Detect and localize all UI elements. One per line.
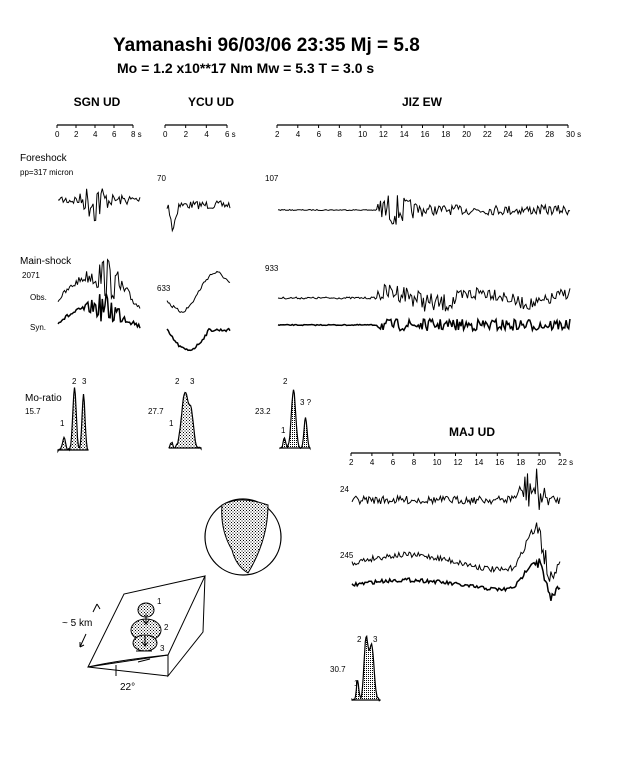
station-header-sgn: SGN UD bbox=[74, 95, 121, 109]
mainshock-label: Main-shock bbox=[20, 256, 72, 267]
axis-tick-label: 8 bbox=[412, 458, 417, 467]
jiz-foreshock-trace bbox=[277, 195, 571, 225]
axis-tick-label: 2 bbox=[275, 130, 280, 139]
axis-tick-label: 4 bbox=[370, 458, 375, 467]
sgn-peak-3: 3 bbox=[82, 377, 87, 386]
maj-mainshock-obs-trace bbox=[351, 522, 561, 582]
axis-tick-label: 16 bbox=[495, 458, 504, 467]
axis-tick-label: 12 bbox=[379, 130, 388, 139]
axis-tick-label: 20 bbox=[462, 130, 471, 139]
focal-mechanism-beachball bbox=[204, 498, 282, 576]
axis-tick-label: 4 bbox=[204, 130, 209, 139]
axis-tick-label: 24 bbox=[504, 130, 513, 139]
subevent-3-label: 3 bbox=[160, 644, 165, 653]
maj-peak-2: 2 bbox=[357, 635, 362, 644]
axis-tick-label: 6 bbox=[391, 458, 396, 467]
ycu-mo-ratio: 27.7 bbox=[148, 407, 164, 416]
foreshock-label: Foreshock bbox=[20, 153, 68, 164]
axis-tick-label: 0 bbox=[55, 130, 60, 139]
maj-mainshock-amplitude: 245 bbox=[340, 551, 354, 560]
ycu-mainshock-obs-trace bbox=[166, 270, 231, 314]
sgn-peak-1: 1 bbox=[60, 419, 65, 428]
fault-plane-diagram bbox=[79, 575, 206, 678]
maj-mainshock-syn-trace bbox=[351, 558, 561, 601]
jiz-moment-rate-function bbox=[279, 389, 311, 451]
station-header-maj: MAJ UD bbox=[449, 425, 495, 439]
axis-tick-label: 8 bbox=[337, 130, 342, 139]
ycu-peak-2: 2 bbox=[175, 377, 180, 386]
jiz-peak-2: 2 bbox=[283, 377, 288, 386]
axis-tick-label: 2 bbox=[74, 130, 79, 139]
axis-tick-label: 8 s bbox=[131, 130, 142, 139]
axis-tick-label: 28 bbox=[545, 130, 554, 139]
ycu-mainshock-amplitude: 633 bbox=[157, 284, 171, 293]
syn-label: Syn. bbox=[30, 323, 46, 332]
axis-tick-label: 14 bbox=[474, 458, 483, 467]
sgn-mo-ratio: 15.7 bbox=[25, 407, 41, 416]
axis-tick-label: 10 bbox=[358, 130, 367, 139]
obs-label: Obs. bbox=[30, 293, 47, 302]
fault-size-label: ~ 5 km bbox=[62, 618, 92, 629]
sgn-foreshock-amplitude: pp=317 micron bbox=[20, 168, 73, 177]
sgn-mainshock-obs-trace bbox=[57, 258, 141, 309]
axis-tick-label: 20 bbox=[537, 458, 546, 467]
fault-dip-label: 22° bbox=[120, 682, 135, 693]
ycu-moment-rate-function bbox=[168, 391, 202, 451]
maj-foreshock-amplitude: 24 bbox=[340, 485, 349, 494]
ycu-peak-1: 1 bbox=[169, 419, 174, 428]
axis-tick-label: 18 bbox=[441, 130, 450, 139]
axis-tick-label: 6 bbox=[112, 130, 117, 139]
axis-tick-label: 4 bbox=[296, 130, 301, 139]
axis-tick-label: 18 bbox=[516, 458, 525, 467]
ycu-mainshock-syn-trace bbox=[166, 327, 231, 352]
maj-foreshock-trace bbox=[351, 468, 561, 510]
axis-tick-label: 14 bbox=[400, 130, 409, 139]
jiz-peak-1: 1 bbox=[281, 426, 286, 435]
jiz-foreshock-amplitude: 107 bbox=[265, 174, 279, 183]
figure-title: Yamanashi 96/03/06 23:35 Mj = 5.8 bbox=[113, 35, 420, 56]
jiz-mainshock-amplitude: 933 bbox=[265, 264, 279, 273]
sgn-moment-rate-function bbox=[57, 387, 89, 454]
ycu-peak-3: 3 bbox=[190, 377, 195, 386]
axis-tick-label: 30 s bbox=[566, 130, 581, 139]
ycu-time-axis: 0 2 4 6 s bbox=[163, 124, 236, 139]
maj-time-axis: 2 4 6 8 10 12 14 16 18 20 22 s bbox=[349, 452, 573, 467]
axis-tick-label: 22 bbox=[483, 130, 492, 139]
axis-tick-label: 4 bbox=[93, 130, 98, 139]
axis-tick-label: 26 bbox=[524, 130, 533, 139]
subevent-1-label: 1 bbox=[157, 597, 162, 606]
jiz-mainshock-syn-trace bbox=[277, 317, 571, 333]
axis-tick-label: 12 bbox=[454, 458, 463, 467]
sgn-peak-2: 2 bbox=[72, 377, 77, 386]
ycu-foreshock-amplitude: 70 bbox=[157, 174, 166, 183]
axis-tick-label: 2 bbox=[349, 458, 354, 467]
maj-mo-ratio: 30.7 bbox=[330, 665, 346, 674]
ycu-foreshock-trace bbox=[166, 200, 231, 233]
axis-tick-label: 6 bbox=[317, 130, 322, 139]
station-header-ycu: YCU UD bbox=[188, 95, 234, 109]
jiz-mainshock-obs-trace bbox=[277, 283, 571, 312]
maj-moment-rate-function bbox=[351, 634, 381, 702]
mo-ratio-label: Mo-ratio bbox=[25, 393, 62, 404]
axis-tick-label: 0 bbox=[163, 130, 168, 139]
sgn-time-axis: 0 2 4 6 8 s bbox=[55, 124, 142, 139]
maj-peak-3: 3 bbox=[373, 635, 378, 644]
sgn-mainshock-amplitude: 2071 bbox=[22, 271, 40, 280]
subevent-2-label: 2 bbox=[164, 623, 169, 632]
axis-tick-label: 2 bbox=[184, 130, 189, 139]
axis-tick-label: 22 s bbox=[558, 458, 573, 467]
axis-tick-label: 10 bbox=[433, 458, 442, 467]
jiz-mo-ratio: 23.2 bbox=[255, 407, 271, 416]
axis-tick-label: 16 bbox=[421, 130, 430, 139]
axis-tick-label: 6 s bbox=[225, 130, 236, 139]
figure-subtitle: Mo = 1.2 x10**17 Nm Mw = 5.3 T = 3.0 s bbox=[117, 60, 374, 76]
sgn-mainshock-syn-trace bbox=[57, 293, 141, 329]
jiz-peak-3: 3 ? bbox=[300, 398, 312, 407]
sgn-foreshock-trace bbox=[58, 188, 141, 222]
station-header-jiz: JIZ EW bbox=[402, 95, 443, 109]
